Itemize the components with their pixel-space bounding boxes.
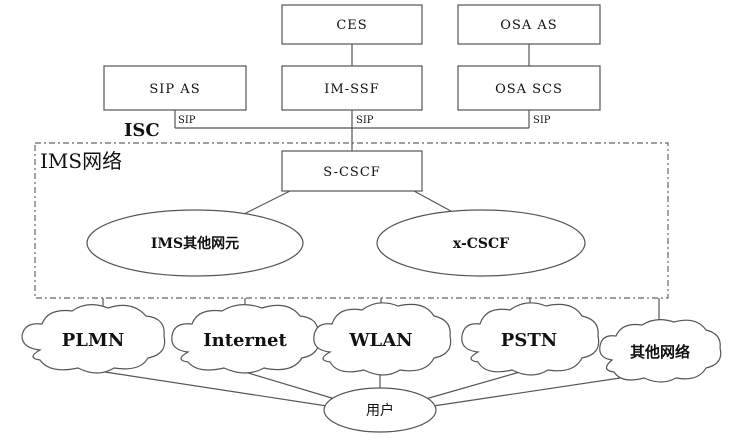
x-cscf-label: x-CSCF — [453, 236, 509, 252]
osa-scs-label: OSA SCS — [495, 82, 563, 97]
internet-user-link — [244, 371, 346, 403]
wlan-label: WLAN — [348, 330, 412, 351]
user-label: 用户 — [366, 402, 394, 419]
internet-cloud: Internet — [171, 304, 320, 374]
ims-other-elements-label: IMS其他网元 — [151, 235, 239, 252]
plmn-label: PLMN — [62, 330, 125, 351]
s-cscf-node: S-CSCF — [281, 150, 423, 192]
sip-label-3: SIP — [533, 115, 551, 126]
sip-as-label: SIP AS — [149, 82, 200, 97]
isc-label: ISC — [124, 120, 160, 141]
ces-label: CES — [336, 18, 367, 33]
sip-as-node: SIP AS — [103, 65, 247, 111]
sip-label-2: SIP — [356, 115, 374, 126]
user-node: 用户 — [323, 387, 437, 433]
pstn-user-link — [414, 371, 521, 403]
ims-network-title: IMS网络 — [40, 149, 122, 173]
osa-scs-node: OSA SCS — [457, 65, 601, 111]
plmn-user-link — [104, 371, 341, 409]
osa-as-label: OSA AS — [500, 18, 557, 33]
pstn-label: PSTN — [501, 330, 557, 351]
sip-label-1: SIP — [178, 115, 196, 126]
ims-other-elements-node: IMS其他网元 — [86, 209, 304, 277]
ims-network-boundary — [34, 142, 669, 299]
im-ssf-label: IM-SSF — [324, 82, 379, 97]
wlan-cloud: WLAN — [313, 302, 452, 376]
other-networks-label: 其他网络 — [630, 343, 690, 361]
plmn-cloud: PLMN — [21, 304, 166, 374]
scscf-other-connector — [239, 190, 291, 217]
x-cscf-node: x-CSCF — [376, 209, 586, 277]
pstn-cloud: PSTN — [461, 302, 600, 376]
other-networks-cloud: 其他网络 — [599, 319, 722, 383]
s-cscf-label: S-CSCF — [323, 165, 381, 180]
ces-node: CES — [281, 4, 423, 45]
osa-as-node: OSA AS — [457, 4, 601, 45]
im-ssf-node: IM-SSF — [281, 65, 423, 111]
internet-label: Internet — [203, 330, 287, 351]
